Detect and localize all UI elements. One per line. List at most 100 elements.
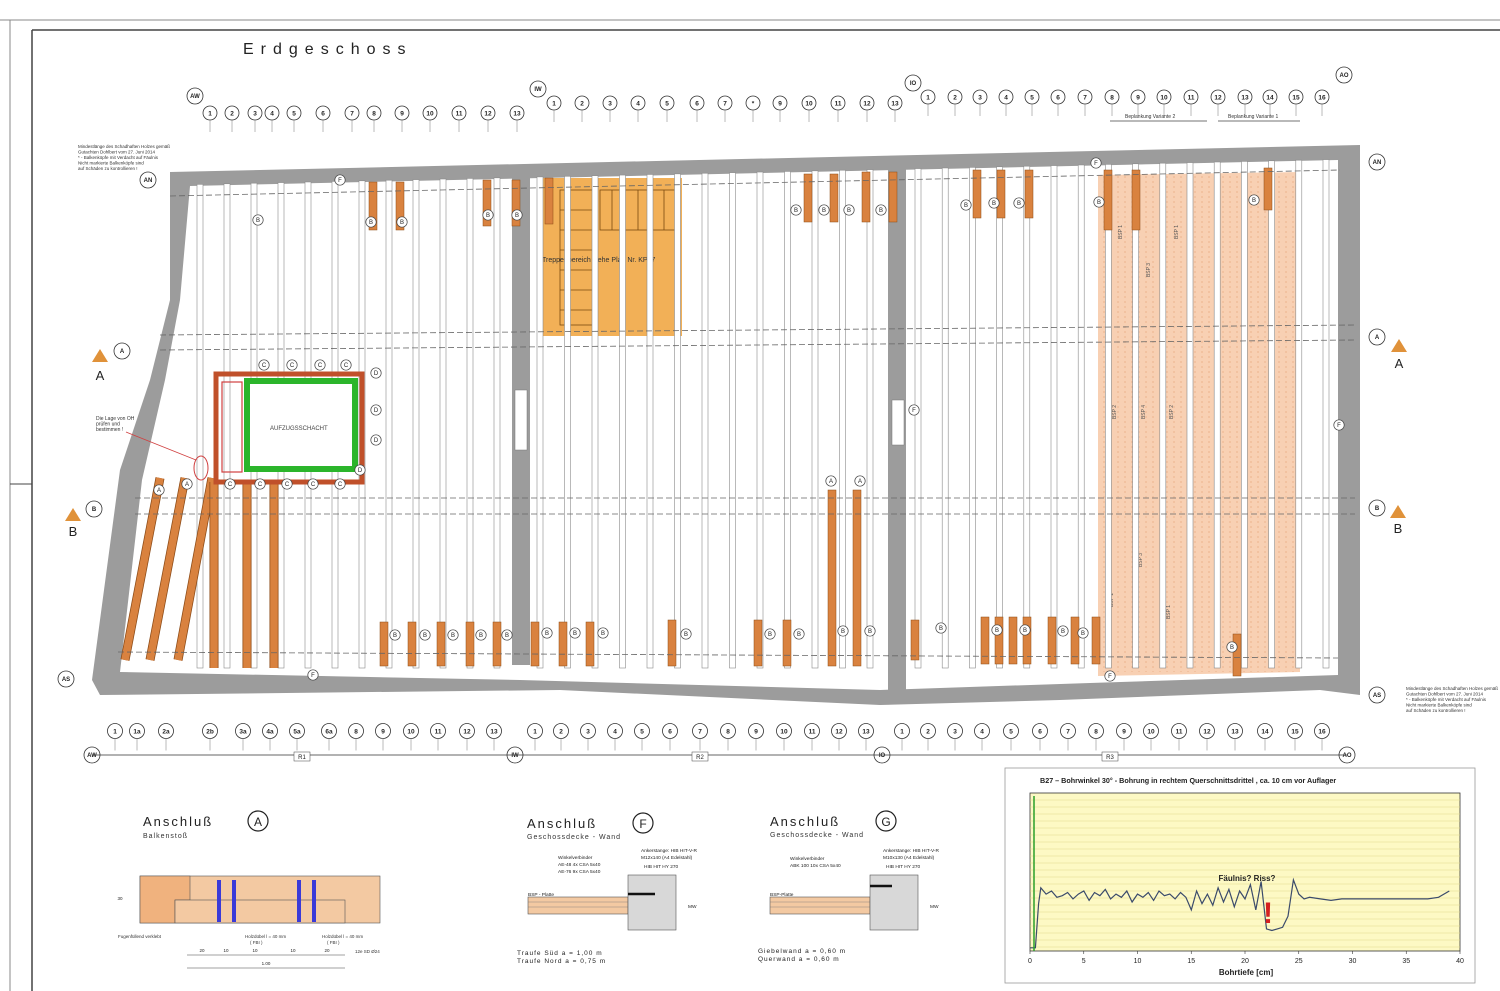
damaged-beam <box>852 489 862 667</box>
beam-marker <box>340 359 352 371</box>
beam-marker-label: B <box>400 220 404 226</box>
beam-marker <box>1090 157 1102 169</box>
axis-bubble-bottom-label: 12 <box>1203 728 1211 735</box>
beam-marker <box>825 475 837 487</box>
det-f-labels-label: AE-76 9x CSA 5x40 <box>558 869 601 875</box>
damaged-beam <box>782 619 792 667</box>
axis-bubble-bottom-label: 4 <box>980 728 984 735</box>
joist <box>941 167 949 669</box>
beam-marker-label: B <box>879 208 883 214</box>
beam-marker <box>988 197 1000 209</box>
axis-bubble-top-label: 13 <box>1241 94 1249 101</box>
damaged-beam <box>379 621 389 667</box>
elevator-shaft <box>244 378 358 472</box>
beam-marker-label: A <box>157 488 161 494</box>
axis-bubble-bottom-label: 11 <box>1176 728 1183 735</box>
beam-marker-label: B <box>841 629 845 635</box>
damaged-beam <box>1024 169 1034 219</box>
beam-marker <box>680 628 692 640</box>
axis-bubble-bottom-label: 9 <box>1122 728 1126 735</box>
damaged-beam <box>994 616 1004 665</box>
beam-marker <box>258 359 270 371</box>
joist <box>1295 159 1303 669</box>
beam-marker <box>511 209 523 221</box>
det-g-labels-label: ABK 100 10x CSA 5x40 <box>790 863 841 869</box>
axis-bubble-bottom-label: 8 <box>726 728 730 735</box>
joist <box>1077 164 1085 669</box>
damaged-beam <box>492 621 502 667</box>
axis-bubble-bottom-label: 11 <box>809 728 816 735</box>
axis-bubble-top-label: 2 <box>230 110 234 117</box>
wall-marker-label: AO <box>1343 753 1352 759</box>
beam-marker <box>1057 625 1069 637</box>
axis-bubble-top-label: 10 <box>1160 94 1168 101</box>
chart-title: B27 – Bohrwinkel 30° - Bohrung in rechte… <box>1040 776 1336 785</box>
axis-bubble-bottom-label: 1 <box>113 728 117 735</box>
axis-bubble-top-label: 3 <box>608 100 612 107</box>
beam-marker <box>252 214 264 226</box>
beam-marker-label: B <box>256 218 260 224</box>
beam-marker-label: F <box>1094 161 1098 167</box>
axis-bubble-bottom-label: 6 <box>668 728 672 735</box>
beam-marker-label: B <box>797 632 801 638</box>
chart-x-tick-label: 25 <box>1295 958 1303 965</box>
joist <box>784 171 791 669</box>
damaged-beam <box>530 621 540 667</box>
axis-bubble-top-label: 8 <box>1110 94 1114 101</box>
beam-marker <box>1019 624 1031 636</box>
axis-bubble-top-label: 11 <box>1188 94 1195 101</box>
det-f-labels-label: BSP - Platte <box>528 892 554 898</box>
beam-marker-label: B <box>1230 645 1234 651</box>
beam-marker-label: C <box>338 482 343 488</box>
joist <box>385 179 393 669</box>
beam-marker-label: B <box>995 628 999 634</box>
chart-series-line <box>1030 877 1450 949</box>
damaged-beam <box>1022 616 1032 665</box>
beam-marker <box>960 199 972 211</box>
damaged-beam-slanted-fill <box>146 477 189 661</box>
section-mark-label: A <box>1395 356 1404 371</box>
axis-bubble-top-label: 1 <box>208 110 212 117</box>
beam-marker <box>1077 627 1089 639</box>
detail-g-letter: G <box>881 815 890 829</box>
section-mark-triangle <box>1391 339 1407 352</box>
sheet-title: Erdgeschoss <box>243 41 413 58</box>
beam-marker <box>419 629 431 641</box>
beam-marker <box>837 625 849 637</box>
joist <box>866 169 874 669</box>
beam-marker <box>501 629 513 641</box>
row-marker <box>1368 499 1386 517</box>
axis-bubble-bottom-label: 10 <box>1147 728 1155 735</box>
damaged-beam <box>910 619 920 661</box>
beam-marker-label: A <box>858 479 862 485</box>
row-marker <box>113 342 131 360</box>
row-marker <box>1368 153 1386 171</box>
axis-bubble-bottom-label: 5a <box>293 728 301 735</box>
stair-note: Treppenbereich siehe Plan Nr. KP07 <box>542 257 655 264</box>
row-marker-label: A <box>120 349 125 355</box>
axis-bubble-bottom-label: 2 <box>559 728 563 735</box>
axis-bubble-top-label: 13 <box>891 100 899 107</box>
det-g-labels-line: Querwand a = 0,60 m <box>758 956 840 963</box>
beam-marker <box>365 216 377 228</box>
row-marker-label: AN <box>1373 160 1382 166</box>
room-label: R1 <box>298 755 306 761</box>
axis-bubble-bottom-label: 12 <box>835 728 843 735</box>
joist <box>811 170 819 669</box>
chart-series <box>1030 796 1450 951</box>
damaged-beam <box>511 179 521 227</box>
joist <box>1132 163 1139 669</box>
joist <box>756 171 764 669</box>
damaged-beam <box>1131 169 1141 231</box>
axis-bubble-bottom-label: 2 <box>926 728 930 735</box>
damaged-beam <box>395 181 405 231</box>
room-label-box <box>293 751 311 762</box>
axis-bubble-top-label: 10 <box>805 100 813 107</box>
note-bottom-right: Mindestlänge des Schadhaften Holzes gemä… <box>1406 686 1498 713</box>
beam-marker-label: B <box>794 208 798 214</box>
damaged-beams <box>120 167 1273 677</box>
svg-text:Holzdübel l = 40 mm: Holzdübel l = 40 mm <box>245 934 286 939</box>
